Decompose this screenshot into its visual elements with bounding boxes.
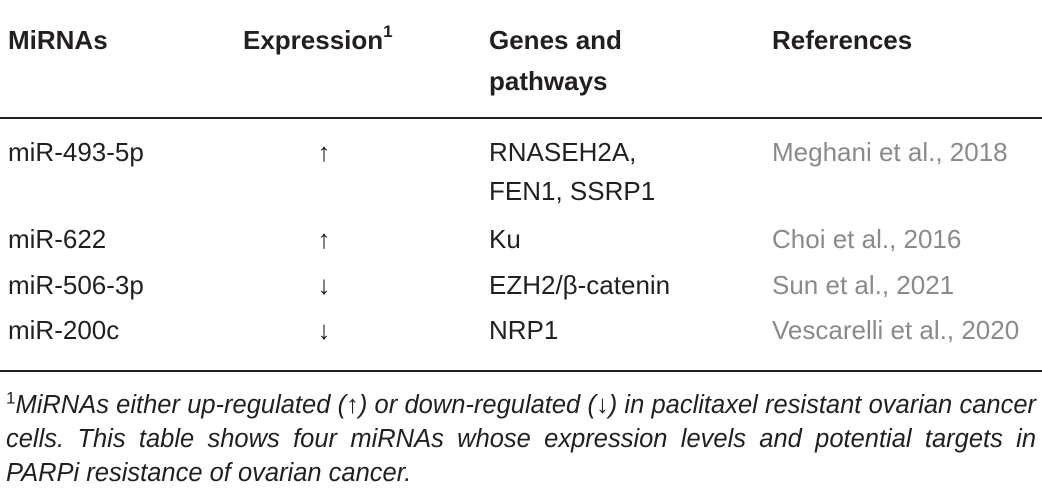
bottom-rule	[0, 370, 1042, 372]
header-mirnas: MiRNAs	[8, 25, 108, 55]
header-genes-line2: pathways	[489, 66, 608, 96]
header-genes-line1: Genes and	[489, 25, 622, 55]
footnote-marker: 1	[6, 388, 16, 408]
header-expression-footnote-marker: 1	[383, 22, 393, 42]
row-4-genes: NRP1	[489, 315, 559, 345]
header-expression-label: Expression	[243, 25, 384, 55]
row-2-reference: Choi et al., 2016	[772, 224, 962, 254]
row-4-reference: Vescarelli et al., 2020	[772, 315, 1020, 345]
table-footnote: 1MiRNAs either up-regulated (↑) or down-…	[6, 388, 1036, 490]
row-3-genes: EZH2/β-catenin	[489, 270, 671, 300]
row-1-genes-line2: FEN1, SSRP1	[489, 176, 656, 206]
header-rule	[0, 117, 1042, 119]
row-3-expression-down-arrow: ↓	[317, 270, 331, 300]
row-4-mirna: miR-200c	[8, 315, 120, 345]
row-3-mirna: miR-506-3p	[8, 270, 144, 300]
row-1-reference: Meghani et al., 2018	[772, 137, 1008, 167]
footnote-text: MiRNAs either up-regulated (↑) or down-r…	[6, 391, 1036, 487]
row-2-expression-up-arrow: ↑	[317, 224, 331, 254]
row-4-expression-down-arrow: ↓	[317, 315, 331, 345]
header-references: References	[772, 25, 913, 55]
row-3-reference: Sun et al., 2021	[772, 270, 955, 300]
row-1-mirna: miR-493-5p	[8, 137, 144, 167]
row-2-genes: Ku	[489, 224, 521, 254]
row-2-mirna: miR-622	[8, 224, 107, 254]
header-expression: Expression1	[243, 22, 393, 59]
row-1-genes-line1: RNASEH2A,	[489, 137, 637, 167]
row-1-expression-up-arrow: ↑	[317, 137, 331, 167]
